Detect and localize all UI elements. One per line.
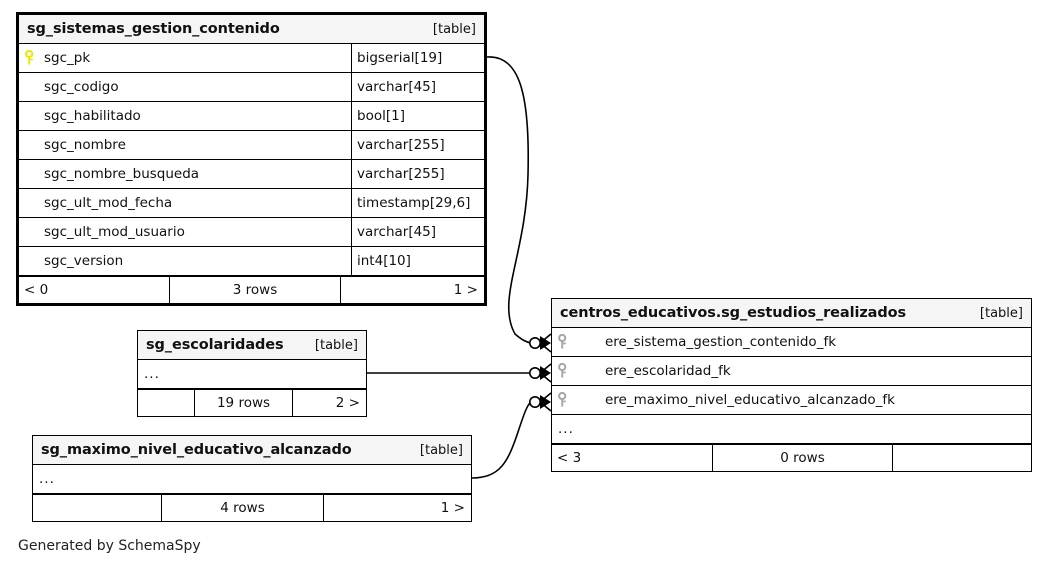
connector-maximo-nivel-to-ere-maximo-nivel (471, 401, 532, 479)
column-name-cell: ere_sistema_gestion_contenido_fk (552, 328, 1031, 356)
table-row-collapsed[interactable]: ... (552, 415, 1031, 444)
table-header: sg_sistemas_gestion_contenido [table] (19, 15, 484, 44)
no-key-icon (25, 166, 38, 182)
table-footer: < 3 0 rows (552, 444, 1031, 471)
primary-key-icon (25, 50, 38, 66)
table-type-tag: [table] (314, 337, 358, 353)
table-row[interactable]: sgc_ult_mod_fecha timestamp[29,6] (19, 189, 484, 218)
footer-prev-count[interactable] (33, 495, 161, 521)
table-type-tag: [table] (979, 305, 1023, 321)
crowsfoot-endpoint-2 (528, 363, 552, 383)
foreign-key-icon (558, 334, 571, 350)
column-type: bool[1] (351, 102, 484, 130)
footer-prev-count[interactable]: < 0 (24, 282, 49, 298)
table-row[interactable]: sgc_pk bigserial[19] (19, 44, 484, 73)
no-key-icon (25, 137, 38, 153)
footer-row-count: 19 rows (194, 390, 292, 416)
table-header: sg_escolaridades [table] (138, 331, 366, 360)
column-type: varchar[45] (351, 218, 484, 246)
column-name: sgc_habilitado (44, 108, 141, 124)
table-title: sg_escolaridades (146, 337, 284, 353)
footer-row-count: 3 rows (169, 277, 340, 303)
column-name: sgc_nombre_busqueda (44, 166, 200, 182)
column-name: sgc_version (44, 253, 124, 269)
column-type: bigserial[19] (351, 44, 484, 72)
crowsfoot-endpoint-3 (528, 392, 552, 412)
footer-next-count[interactable]: 2 > (292, 390, 366, 416)
table-row[interactable]: sgc_version int4[10] (19, 247, 484, 276)
table-row[interactable]: ere_maximo_nivel_educativo_alcanzado_fk (552, 386, 1031, 415)
column-name: ere_escolaridad_fk (605, 363, 731, 379)
table-footer: 19 rows 2 > (138, 389, 366, 416)
table-type-tag: [table] (432, 21, 476, 37)
column-name-cell: ere_escolaridad_fk (552, 357, 1031, 385)
connector-sgc-pk-to-ere-sistema (486, 56, 532, 344)
table-title: sg_sistemas_gestion_contenido (27, 21, 280, 37)
column-name-cell: sgc_nombre_busqueda (19, 160, 351, 188)
footer-row-count: 0 rows (712, 445, 892, 471)
table-footer: < 0 3 rows 1 > (19, 276, 484, 303)
table-centros-educativos-sg-estudios-realizados[interactable]: centros_educativos.sg_estudios_realizado… (551, 298, 1032, 472)
column-name: sgc_codigo (44, 79, 119, 95)
column-type: timestamp[29,6] (351, 189, 484, 217)
footer-row-count: 4 rows (161, 495, 323, 521)
table-row-collapsed[interactable]: ... (138, 360, 366, 389)
table-row[interactable]: sgc_ult_mod_usuario varchar[45] (19, 218, 484, 247)
table-sg-maximo-nivel-educativo-alcanzado[interactable]: sg_maximo_nivel_educativo_alcanzado [tab… (32, 435, 472, 522)
no-key-icon (25, 195, 38, 211)
column-name: sgc_pk (44, 50, 91, 66)
table-type-tag: [table] (419, 442, 463, 458)
column-name-cell: sgc_ult_mod_usuario (19, 218, 351, 246)
collapsed-columns-ellipsis: ... (39, 471, 55, 487)
column-name-cell: ere_maximo_nivel_educativo_alcanzado_fk (552, 386, 1031, 414)
table-footer: 4 rows 1 > (33, 494, 471, 521)
table-header: sg_maximo_nivel_educativo_alcanzado [tab… (33, 436, 471, 465)
column-name-cell: sgc_habilitado (19, 102, 351, 130)
table-row[interactable]: sgc_habilitado bool[1] (19, 102, 484, 131)
column-name: sgc_ult_mod_usuario (44, 224, 185, 240)
table-row[interactable]: ere_escolaridad_fk (552, 357, 1031, 386)
column-name-cell: sgc_version (19, 247, 351, 275)
footer-next-count[interactable]: 1 > (323, 495, 471, 521)
column-name: sgc_nombre (44, 137, 126, 153)
column-type: varchar[255] (351, 160, 484, 188)
column-name-cell: sgc_ult_mod_fecha (19, 189, 351, 217)
table-header: centros_educativos.sg_estudios_realizado… (552, 299, 1031, 328)
table-title: sg_maximo_nivel_educativo_alcanzado (41, 442, 352, 458)
column-type: varchar[45] (351, 73, 484, 101)
column-type: int4[10] (351, 247, 484, 275)
collapsed-columns-ellipsis: ... (558, 421, 574, 437)
no-key-icon (25, 108, 38, 124)
table-sg-escolaridades[interactable]: sg_escolaridades [table] ... 19 rows 2 > (137, 330, 367, 417)
column-name-cell: sgc_nombre (19, 131, 351, 159)
column-name: ere_maximo_nivel_educativo_alcanzado_fk (605, 392, 895, 408)
column-name-cell: sgc_codigo (19, 73, 351, 101)
table-row-collapsed[interactable]: ... (33, 465, 471, 494)
foreign-key-icon (558, 363, 571, 379)
column-name-cell: sgc_pk (19, 44, 351, 72)
table-row[interactable]: sgc_nombre_busqueda varchar[255] (19, 160, 484, 189)
footer-next-count[interactable]: 1 > (340, 277, 484, 303)
table-sg-sistemas-gestion-contenido[interactable]: sg_sistemas_gestion_contenido [table] sg… (16, 12, 487, 306)
footer-prev-count[interactable] (138, 390, 194, 416)
no-key-icon (25, 253, 38, 269)
footer-prev-count[interactable]: < 3 (557, 450, 582, 466)
table-title: centros_educativos.sg_estudios_realizado… (560, 305, 907, 321)
crowsfoot-endpoint-1 (528, 333, 552, 353)
generated-by-caption: Generated by SchemaSpy (18, 538, 201, 554)
foreign-key-icon (558, 392, 571, 408)
table-row[interactable]: ere_sistema_gestion_contenido_fk (552, 328, 1031, 357)
column-name: sgc_ult_mod_fecha (44, 195, 173, 211)
column-type: varchar[255] (351, 131, 484, 159)
no-key-icon (25, 224, 38, 240)
table-row[interactable]: sgc_codigo varchar[45] (19, 73, 484, 102)
table-row[interactable]: sgc_nombre varchar[255] (19, 131, 484, 160)
footer-next-count[interactable] (892, 445, 1031, 471)
collapsed-columns-ellipsis: ... (144, 366, 160, 382)
column-name: ere_sistema_gestion_contenido_fk (605, 334, 837, 350)
no-key-icon (25, 79, 38, 95)
